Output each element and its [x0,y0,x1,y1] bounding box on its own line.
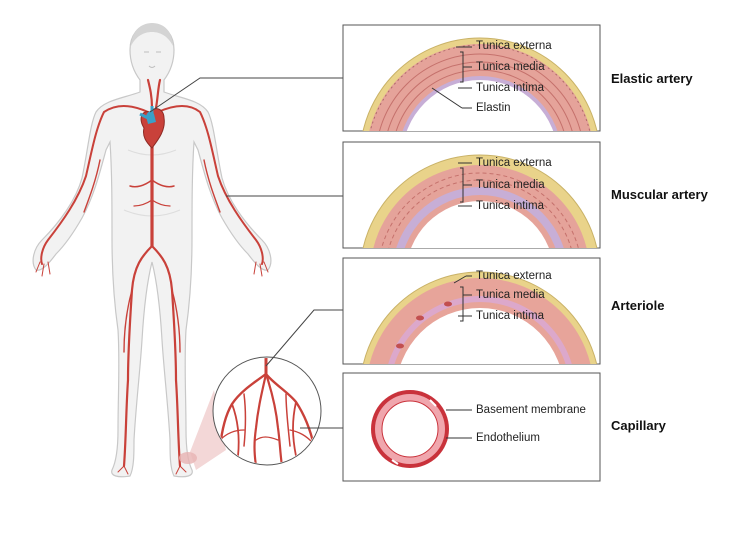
human-body-figure [32,23,272,478]
label-tunica-media: Tunica media [476,61,545,73]
body-silhouette [32,23,272,478]
label-elastin: Elastin [476,102,511,114]
heart-icon [139,106,165,149]
label-tunica-intima: Tunica intima [476,82,544,94]
title-arteriole: Arteriole [611,298,665,313]
label-tunica-media: Tunica media [476,289,545,301]
panel-elastic-artery [342,24,601,132]
label-tunica-intima: Tunica intima [476,310,544,322]
panel-muscular-artery [342,141,601,249]
label-tunica-externa: Tunica externa [476,40,552,52]
connector-lines [149,77,343,429]
panel-arteriole [342,257,601,365]
title-elastic-artery: Elastic artery [611,71,693,86]
label-endothelium: Endothelium [476,432,540,444]
title-capillary: Capillary [611,418,666,433]
arterial-system [35,78,269,475]
label-tunica-intima: Tunica intima [476,200,544,212]
hair [131,23,173,46]
capillary-bed-zoom [212,356,322,466]
label-leaders [431,46,472,439]
label-tunica-media: Tunica media [476,179,545,191]
title-muscular-artery: Muscular artery [611,187,708,202]
panel-capillary [342,372,601,482]
label-tunica-externa: Tunica externa [476,270,552,282]
label-tunica-externa: Tunica externa [476,157,552,169]
label-basement-membrane: Basement membrane [476,404,586,416]
